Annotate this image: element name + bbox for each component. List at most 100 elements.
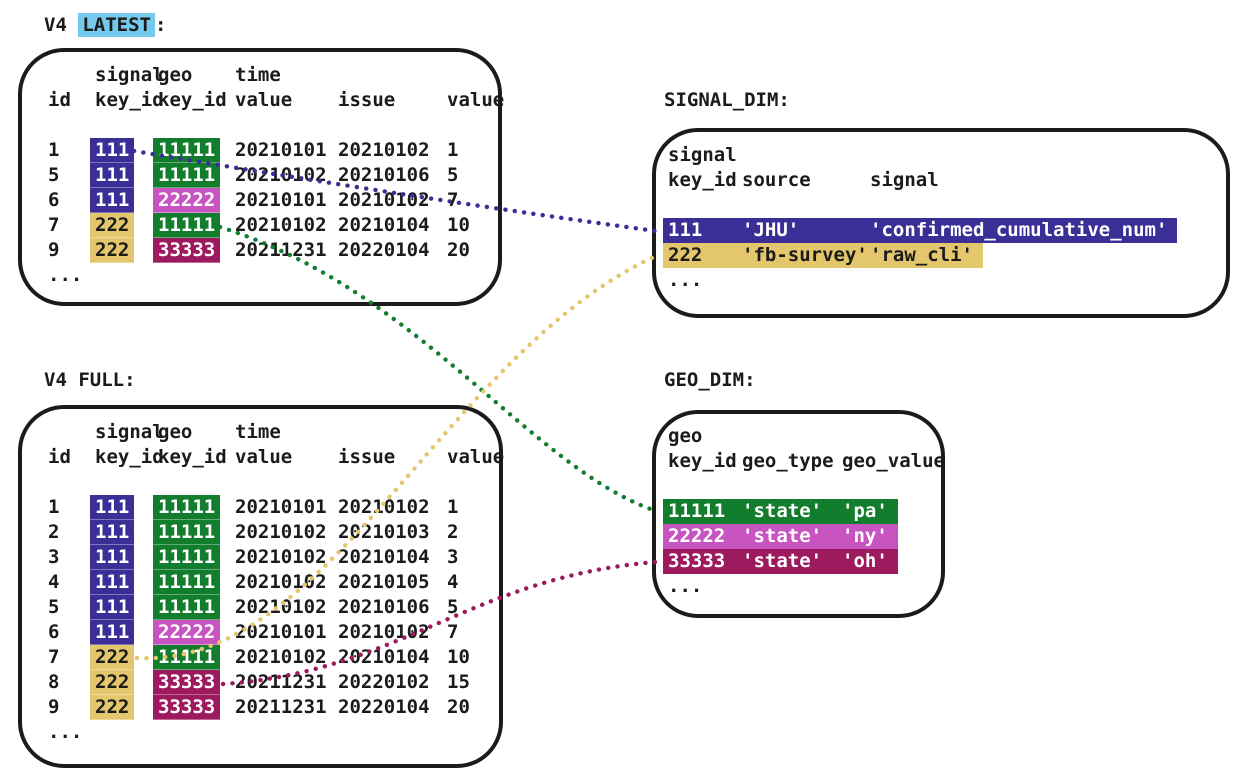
issue-cell: 20210105 [338, 571, 430, 593]
id-cell: 2 [48, 521, 60, 543]
value-cell: 7 [447, 621, 459, 643]
value-cell: 2 [447, 521, 459, 543]
geo-key-cell: 22222 [153, 620, 235, 645]
geo-group-label: geo [668, 425, 703, 447]
time-value-cell: 20210102 [235, 571, 327, 593]
time-value-cell: 20210102 [235, 164, 327, 186]
key-id-cell: 111 [668, 219, 703, 241]
key-id-header: key_id [668, 169, 737, 191]
geo-key-cell: 11111 [153, 163, 235, 188]
time-value-header: value [235, 446, 293, 468]
geo-key-highlight: 11111 [153, 138, 221, 163]
spacer-row [48, 470, 491, 495]
id-cell: 5 [48, 164, 60, 186]
geo-type-cell: 'state' [742, 500, 823, 522]
header-row: id key_id key_id value issue value [48, 445, 504, 470]
time-value-cell: 20210101 [235, 139, 327, 161]
signal-cell: 'raw_cli' [870, 244, 973, 266]
id-header: id [48, 89, 71, 111]
dim-row-highlight: 22222'state''ny' [663, 524, 898, 549]
signal-key-highlight: 111 [90, 545, 135, 570]
signal-cell: 'confirmed_cumulative_num' [870, 219, 1168, 241]
spacer [48, 420, 95, 445]
source-cell: 'JHU' [742, 219, 800, 241]
issue-cell: 20210102 [338, 496, 430, 518]
issue-header: issue [338, 89, 396, 111]
header-row: id key_id key_id value issue value [48, 88, 504, 113]
time-value-cell: 20210101 [235, 189, 327, 211]
spacer [48, 63, 95, 88]
geo-type-cell: 'state' [742, 550, 823, 572]
signal-key-highlight: 111 [90, 188, 135, 213]
time-value-cell: 20210102 [235, 214, 327, 236]
ellipsis-row: ... [668, 268, 1218, 293]
geo-key-highlight: 11111 [153, 645, 221, 670]
value-cell: 4 [447, 571, 459, 593]
geo-key-cell: 11111 [153, 595, 235, 620]
value-cell: 5 [447, 164, 459, 186]
signal-header: signal [870, 169, 939, 191]
source-header: source [742, 169, 811, 191]
geo-value-cell: 'pa' [842, 500, 888, 522]
issue-cell: 20210102 [338, 621, 430, 643]
signal-key-highlight: 111 [90, 620, 135, 645]
signal-key-cell: 111 [90, 620, 158, 645]
table-row: 111 'JHU' 'confirmed_cumulative_num' [663, 218, 1218, 243]
signal-key-cell: 111 [90, 545, 158, 570]
time-value-cell: 20211231 [235, 671, 327, 693]
signal-group-label: signal [95, 421, 164, 443]
signal-key-highlight: 111 [90, 138, 135, 163]
geo-dim-title: GEO_DIM: [664, 369, 756, 391]
table-row: 33333'state''oh' [663, 549, 933, 574]
signal-key-highlight: 111 [90, 520, 135, 545]
geo-group-label: geo [158, 421, 193, 443]
id-cell: 7 [48, 646, 60, 668]
ellipsis-row: ... [48, 263, 490, 288]
header-row-top: signal [668, 143, 1218, 168]
id-cell: 5 [48, 596, 60, 618]
signal-key-cell: 222 [90, 213, 158, 238]
geo-key-cell: 11111 [153, 138, 235, 163]
key-id-cell: 33333 [668, 550, 726, 572]
issue-cell: 20210104 [338, 546, 430, 568]
id-cell: 3 [48, 546, 60, 568]
signal-key-cell: 222 [90, 645, 158, 670]
issue-cell: 20210102 [338, 139, 430, 161]
geo-key-highlight: 22222 [153, 620, 221, 645]
value-cell: 20 [447, 239, 470, 261]
geo-group-label: geo [158, 64, 193, 86]
geo-key-highlight: 33333 [153, 238, 221, 263]
geo-key-highlight: 33333 [153, 695, 221, 720]
signal-key-cell: 111 [90, 495, 158, 520]
signal-key-cell: 111 [90, 570, 158, 595]
time-group-label: time [235, 64, 281, 86]
v4-latest-title-prefix: V4 [44, 14, 79, 36]
signal-key-cell: 111 [90, 163, 158, 188]
signal-key-highlight: 111 [90, 163, 135, 188]
header-row-top: signal geo time [48, 63, 490, 88]
dim-row-highlight: 11111'state''pa' [663, 499, 898, 524]
v4-latest-table: signal geo time id key_id key_id value i… [18, 48, 504, 306]
time-value-cell: 20210101 [235, 621, 327, 643]
geo-key-highlight: 11111 [153, 213, 221, 238]
id-cell: 9 [48, 696, 60, 718]
geo-type-header: geo_type [742, 450, 834, 472]
value-cell: 20 [447, 696, 470, 718]
id-cell: 4 [48, 571, 60, 593]
time-value-cell: 20210102 [235, 546, 327, 568]
issue-header: issue [338, 446, 396, 468]
key-id-cell: 22222 [668, 525, 726, 547]
geo-key-cell: 11111 [153, 645, 235, 670]
signal-group-label: signal [668, 144, 737, 166]
value-cell: 10 [447, 646, 470, 668]
ellipsis-row: ... [668, 574, 933, 599]
